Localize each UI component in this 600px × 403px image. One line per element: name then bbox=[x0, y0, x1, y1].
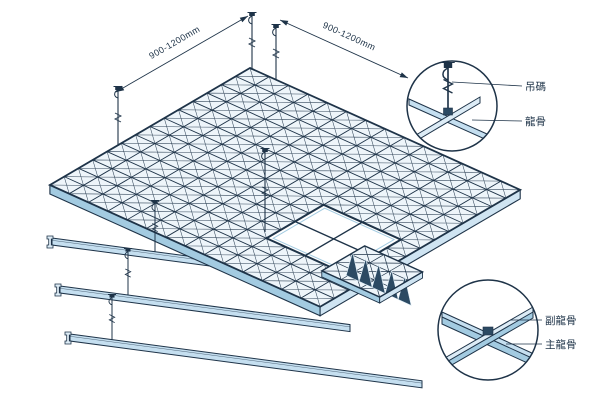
keel-junction-detail-content bbox=[441, 306, 535, 371]
label-keel: 龍骨 bbox=[525, 115, 546, 128]
module-frame bbox=[320, 245, 425, 298]
hanger-hook bbox=[114, 89, 119, 99]
hanger-anchor bbox=[152, 200, 158, 204]
hanger-hook bbox=[272, 27, 277, 37]
runner-end-profile bbox=[64, 331, 72, 345]
junction-clip bbox=[482, 326, 494, 336]
hanger-adjuster bbox=[260, 186, 270, 197]
hanger-rod bbox=[247, 12, 257, 70]
panel-frame bbox=[47, 66, 523, 308]
hanger-adjuster bbox=[124, 268, 132, 278]
runner-bar bbox=[59, 285, 351, 333]
hanger-adjuster bbox=[441, 78, 455, 94]
dim-line bbox=[279, 19, 409, 79]
hanger-adjuster bbox=[113, 112, 123, 123]
hanger-hook bbox=[261, 151, 266, 161]
suspension-hangers bbox=[107, 12, 281, 340]
hanger-adjuster bbox=[271, 48, 281, 59]
hanger-rod bbox=[113, 86, 123, 146]
hanger-rod bbox=[271, 24, 281, 80]
hanger-rod bbox=[441, 62, 455, 108]
exploded-grid-module bbox=[320, 245, 425, 306]
detail-callout-hanger: 吊碼 龍骨 bbox=[406, 60, 546, 152]
dim-arrowhead bbox=[280, 20, 289, 26]
hanger-adjuster bbox=[247, 37, 257, 48]
dimension-left-label: 900-1200mm bbox=[147, 24, 201, 61]
hanger-hook bbox=[108, 297, 113, 306]
runner-end-profile bbox=[54, 283, 62, 297]
hanger-anchor bbox=[125, 248, 131, 252]
runner-web-line bbox=[69, 336, 423, 384]
dim-arrowhead bbox=[239, 16, 248, 23]
label-sub-keel: 副龍骨 bbox=[545, 314, 577, 327]
hanger-anchor bbox=[115, 86, 121, 90]
leader-line bbox=[471, 119, 523, 122]
dimension-right-label: 900-1200mm bbox=[321, 20, 377, 53]
detail-callout-keel-junction: 副龍骨 主龍骨 bbox=[437, 279, 577, 381]
hanger-anchor bbox=[273, 24, 279, 28]
triangle-cells bbox=[49, 67, 521, 307]
hanger-rod bbox=[107, 294, 117, 340]
hanger-anchor bbox=[262, 148, 268, 152]
hanger-rod bbox=[150, 200, 160, 252]
hanger-hook bbox=[442, 67, 449, 81]
hanger-rod bbox=[260, 148, 270, 232]
dim-arrowhead bbox=[116, 85, 125, 92]
dim-line bbox=[115, 15, 249, 93]
callout-circle bbox=[437, 279, 539, 381]
hanger-hook bbox=[151, 203, 156, 212]
hanger-anchor bbox=[443, 62, 453, 68]
hanger-anchor bbox=[109, 294, 115, 298]
label-hanger-clip: 吊碼 bbox=[525, 81, 546, 93]
label-main-keel: 主龍骨 bbox=[545, 338, 577, 351]
callout-circle bbox=[406, 60, 498, 152]
hanger-adjuster bbox=[151, 223, 159, 232]
hanger-adjuster bbox=[108, 314, 116, 323]
hanger-rod bbox=[123, 248, 133, 295]
hanger-hook bbox=[248, 15, 253, 25]
hanger-anchor bbox=[249, 12, 255, 16]
runner-bar bbox=[69, 333, 423, 389]
hanger-clip-block bbox=[443, 107, 453, 116]
hanger-hook bbox=[124, 251, 129, 260]
leader-line bbox=[451, 81, 523, 87]
runner-end-profile bbox=[46, 235, 54, 249]
dim-arrowhead bbox=[399, 72, 408, 78]
